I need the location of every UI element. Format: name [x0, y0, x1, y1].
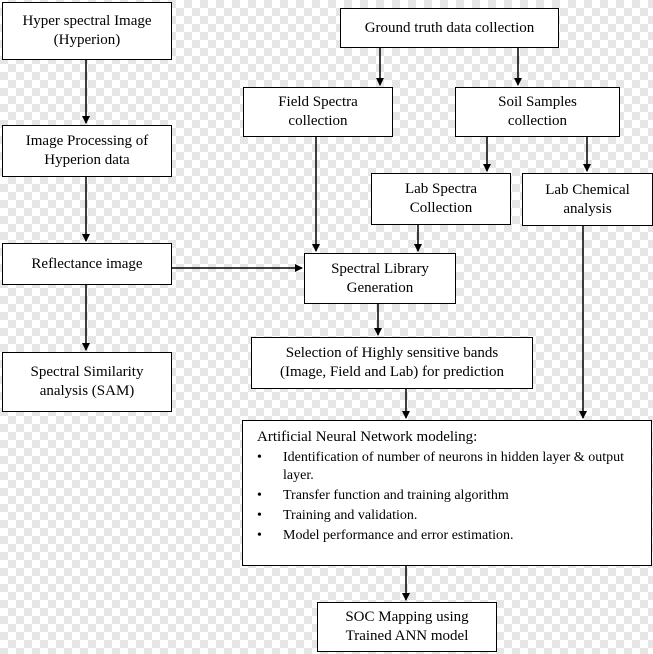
spectral-similarity-box: Spectral Similarity analysis (SAM): [2, 352, 172, 412]
ann-bullet-neurons: Identification of number of neurons in h…: [257, 449, 641, 485]
soc-mapping-label: SOC Mapping using: [345, 609, 469, 625]
image-processing-box: Image Processing of Hyperion data: [2, 125, 172, 177]
field-spectra-label: Field Spectra: [278, 94, 358, 110]
field-spectra-box: Field Spectra collection: [243, 87, 393, 137]
lab-chemical-label: Lab Chemical: [545, 181, 630, 198]
soil-samples-sublabel: collection: [507, 113, 568, 129]
hyperspectral-image-sublabel: (Hyperion): [53, 32, 121, 48]
reflectance-image-label: Reflectance image: [31, 255, 143, 272]
lab-chemical-box: Lab Chemical analysis: [522, 173, 653, 226]
ann-modeling-box: Artificial Neural Network modeling: Iden…: [242, 420, 652, 566]
reflectance-image-box: Reflectance image: [2, 243, 172, 285]
image-processing-label: Image Processing of: [25, 133, 149, 149]
ann-bullet-performance: Model performance and error estimation.: [257, 527, 641, 545]
soil-samples-label: Soil Samples: [498, 94, 577, 110]
field-spectra-sublabel: collection: [288, 113, 348, 129]
ann-modeling-list: Identification of number of neurons in h…: [257, 449, 641, 545]
soc-mapping-sublabel: Trained ANN model: [345, 628, 469, 644]
spectral-similarity-sublabel: analysis (SAM): [39, 383, 135, 399]
ann-modeling-heading: Artificial Neural Network modeling:: [257, 429, 478, 445]
spectral-library-sublabel: Generation: [346, 279, 414, 296]
ann-bullet-training: Training and validation.: [257, 507, 641, 525]
lab-spectra-sublabel: Collection: [409, 200, 473, 216]
hyperspectral-image-box: Hyper spectral Image (Hyperion): [2, 2, 172, 60]
ann-bullet-transfer-function: Transfer function and training algorithm: [257, 487, 641, 505]
ground-truth-box: Ground truth data collection: [340, 8, 559, 48]
lab-spectra-label: Lab Spectra: [404, 181, 478, 197]
band-selection-box: Selection of Highly sensitive bands (Imag…: [251, 337, 533, 389]
lab-chemical-sublabel: analysis: [563, 200, 612, 217]
soil-samples-box: Soil Samples collection: [455, 87, 620, 137]
hyperspectral-image-label: Hyper spectral Image: [22, 13, 152, 29]
spectral-similarity-label: Spectral Similarity: [30, 364, 144, 380]
image-processing-sublabel: Hyperion data: [44, 152, 130, 168]
ground-truth-label: Ground truth data collection: [364, 19, 535, 36]
band-selection-label: Selection of Highly sensitive bands: [285, 345, 499, 361]
spectral-library-label: Spectral Library: [331, 260, 429, 277]
band-selection-sublabel: (Image, Field and Lab) for prediction: [279, 364, 505, 380]
